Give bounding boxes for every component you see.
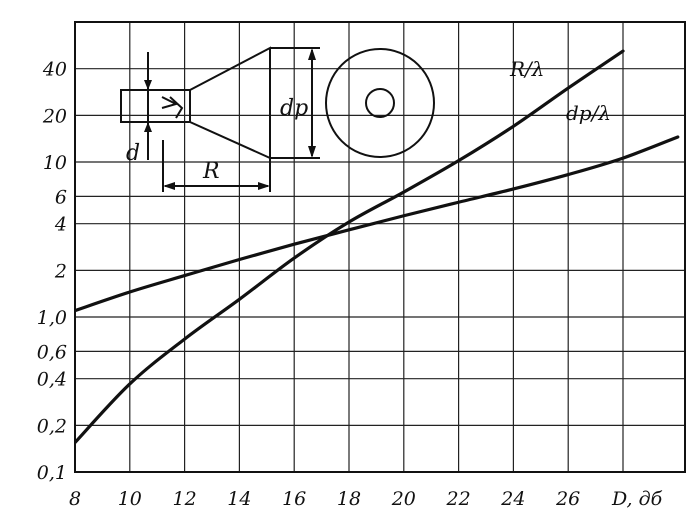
x-tick-label: 14 xyxy=(227,488,251,510)
x-tick-label: 26 xyxy=(555,488,580,510)
curve-label-dp-over-lambda: dp/λ xyxy=(566,101,611,125)
y-tick-label: 0,6 xyxy=(37,341,67,363)
y-tick-label: 10 xyxy=(43,152,67,174)
series-r-over-lambda-line xyxy=(75,49,625,445)
x-axis-label: D, дб xyxy=(611,488,663,510)
y-tick-label: 6 xyxy=(55,186,67,208)
curve-label-r-over-lambda: R/λ xyxy=(509,57,544,81)
x-tick-label: 16 xyxy=(282,488,306,510)
x-tick-label: 10 xyxy=(118,488,142,510)
inset-label-d: d xyxy=(126,141,140,166)
x-tick-label: 20 xyxy=(391,488,416,510)
y-tick-label: 0,2 xyxy=(37,415,67,437)
plot-frame xyxy=(74,21,686,473)
inset-label-dp: dp xyxy=(280,96,308,121)
grid xyxy=(75,22,685,472)
x-tick-label: 8 xyxy=(69,488,81,510)
x-tick-label: 24 xyxy=(500,488,525,510)
y-tick-label: 0,4 xyxy=(37,369,67,391)
y-tick-label: 1,0 xyxy=(37,307,67,329)
x-tick-label: 22 xyxy=(446,488,471,510)
series-dp-over-lambda-line xyxy=(75,135,680,313)
inset-label-r: R xyxy=(202,159,220,184)
y-tick-label: 40 xyxy=(42,59,67,81)
horn-antenna-diagram xyxy=(120,46,435,192)
y-tick-label: 4 xyxy=(54,214,67,236)
y-tick-label: 20 xyxy=(42,105,67,127)
x-tick-label: 12 xyxy=(173,488,197,510)
y-tick-label: 2 xyxy=(54,260,67,282)
x-tick-label: 18 xyxy=(337,488,361,510)
curves xyxy=(75,49,680,445)
y-tick-label: 0,1 xyxy=(37,462,67,484)
